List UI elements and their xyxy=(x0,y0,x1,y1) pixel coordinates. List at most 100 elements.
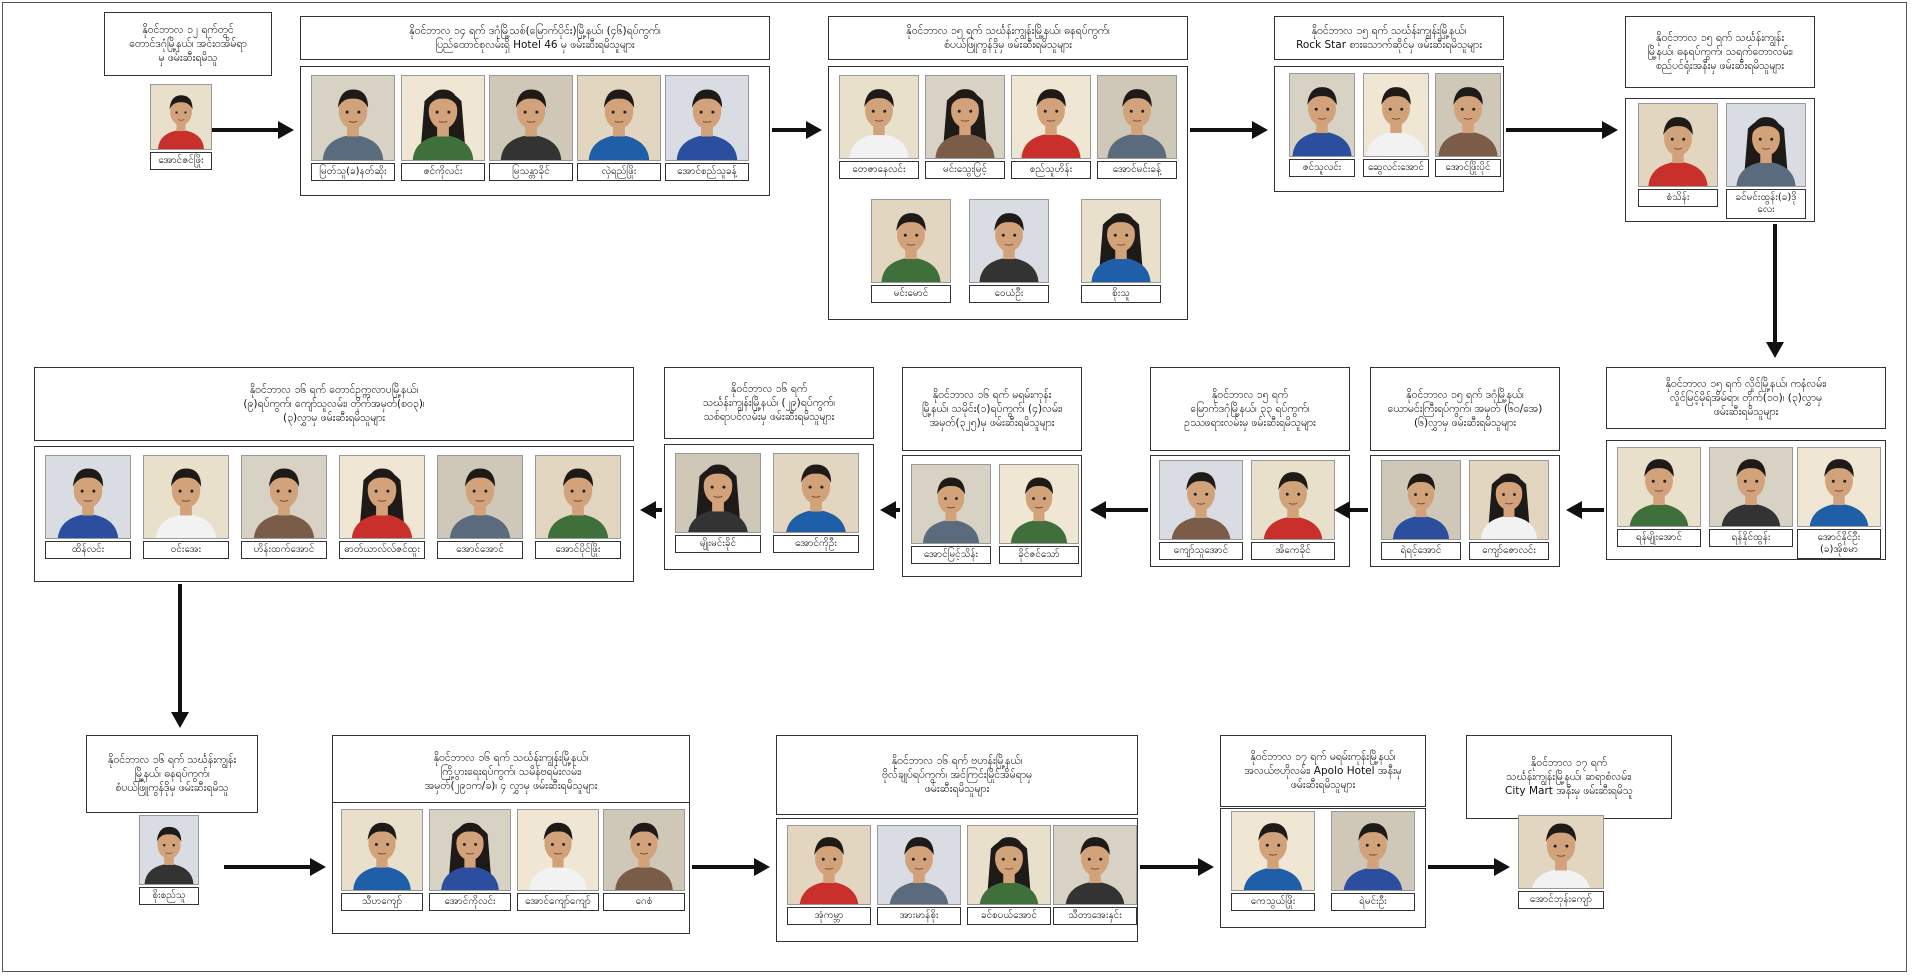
suspect-card: ကေသွယ်ဖြိုး xyxy=(1231,811,1315,911)
suspect-photo xyxy=(1381,460,1461,540)
group-header: နိုဝင်ဘာလ ၁၅ ရက် သင်္ဃန်းကျွန်း မြို့နယ်… xyxy=(1625,16,1815,88)
suspect-name-label: မြတ်သူ(ခ)နတ်ဆိုး xyxy=(311,163,395,181)
suspect-photo xyxy=(437,455,523,539)
suspect-card: အားမာန်စိုး xyxy=(877,825,961,925)
group-photo-panel: မျိုးမင်းခိုင် အောင်ကိုဦး xyxy=(664,444,874,570)
suspect-card: စိုးစည်သူ xyxy=(139,815,199,905)
group-photo-panel: ရန်မျိုးအောင်ရန်နိုင်ထွန်းအောင်နိုင်ဦး (… xyxy=(1606,440,1886,560)
suspect-photo xyxy=(1363,73,1429,157)
suspect-photo xyxy=(665,75,749,161)
suspect-name-label: ဓာတ်ယာလ်လ်ဇင်ထူး xyxy=(339,541,425,559)
suspect-name-label: စံသိန်း xyxy=(1638,189,1718,207)
suspect-photo xyxy=(911,464,991,544)
suspect-photo xyxy=(489,75,573,161)
suspect-card: ခင်စပယ်အောင် xyxy=(967,825,1051,925)
suspect-card: အောင်ဇင်ဖြိုး xyxy=(150,84,212,170)
group-photo-panel: စိုးစည်သူ xyxy=(139,815,199,905)
suspect-card: ဇင်ကိုလင်း xyxy=(401,75,485,181)
suspect-card: အောင်မြင့်သိန်း xyxy=(911,464,991,564)
suspect-name-label: အောင်စည်သူခန့် xyxy=(665,163,749,181)
suspect-name-label: သီဟကျော် xyxy=(341,893,423,911)
suspect-card: ရဲမင်းဦး xyxy=(1331,811,1415,911)
suspect-card: ရဲရင့်အောင် xyxy=(1381,460,1461,560)
suspect-card: အောင်မင်းခန့် xyxy=(1097,75,1177,179)
group-header: နိုဝင်ဘာလ ၁၆ ရက် ဗဟန်းမြို့နယ်၊ ဗိုလ်ချု… xyxy=(776,735,1138,815)
suspect-name-label: စိုးသူ xyxy=(1081,285,1161,303)
suspect-card: အောင်နိုင်ဦး (ခ)အိုစမာ xyxy=(1797,447,1881,559)
group-header: နိုဝင်ဘာလ ၁၅ ရက် သင်္ဃန်းကျွန်းမြို့နယ်၊… xyxy=(1274,16,1504,60)
group-photo-panel: အောင်ဇင်ဖြိုး xyxy=(150,84,212,170)
suspect-name-label: မျိုးမင်းခိုင် xyxy=(675,535,761,553)
suspect-photo xyxy=(925,75,1005,159)
suspect-photo xyxy=(1709,447,1793,527)
suspect-photo xyxy=(1251,460,1335,540)
suspect-name-label: ဇင်ကိုလင်း xyxy=(401,163,485,181)
group-header: နိုဝင်ဘာလ ၁၅ ရက် ဒဂုံမြို့နယ်၊ ယောမင်းကြ… xyxy=(1370,367,1560,451)
suspect-name-label: ဇင်သူလင်း xyxy=(1289,159,1355,177)
suspect-name-label: စိုးစည်သူ xyxy=(139,887,199,905)
suspect-card: အောင်ဖြိုးပိုင် xyxy=(1435,73,1501,177)
suspect-photo xyxy=(1231,811,1315,891)
suspect-name-label: အုံကမ္ဘာ xyxy=(787,907,871,925)
suspect-card: ဂေစံ xyxy=(603,809,685,911)
suspect-photo xyxy=(1011,75,1091,159)
suspect-name-label: အောင်မင်းခန့် xyxy=(1097,161,1177,179)
suspect-name-label: ရဲရင့်အောင် xyxy=(1381,542,1461,560)
suspect-photo xyxy=(1331,811,1415,891)
group-header: နိုဝင်ဘာလ ၁၆ ရက် သင်္ဃန်းကျွန်း မြို့နယ်… xyxy=(86,735,258,813)
suspect-name-label: အောင်ကိုဦး xyxy=(773,535,859,553)
group-photo-panel: တေဇာနေလင်း မင်းသွေးမြင့်စည်သူဟိန်း အောင်မင… xyxy=(828,66,1188,320)
suspect-card: စည်သူဟိန်း xyxy=(1011,75,1091,179)
suspect-name-label: ဂေစံ xyxy=(603,893,685,911)
suspect-name-label: အောင်ကျော်ကျော် xyxy=(517,893,599,911)
group-header: နိုဝင်ဘာလ ၁၆ ရက် မရမ်းကုန်း မြို့နယ်၊ သမ… xyxy=(902,367,1082,451)
suspect-name-label: အောင်ဘုန်းကျော် xyxy=(1518,891,1604,909)
suspect-photo xyxy=(1081,199,1161,283)
suspect-card: မျိုးမင်းခိုင် xyxy=(675,453,761,553)
suspect-card: ဝေယံဦး xyxy=(969,199,1049,303)
suspect-card: အောင်ဘုန်းကျော် xyxy=(1518,815,1604,909)
suspect-card: ခင်မင်းထွန်း(ခ)ဒိုလေး xyxy=(1726,103,1806,219)
suspect-card: ဝင်းအေး xyxy=(143,455,229,559)
suspect-photo xyxy=(517,809,599,891)
suspect-card: မြတ်သူ(ခ)နတ်ဆိုး xyxy=(311,75,395,181)
suspect-card: အောင်ကိုဦး xyxy=(773,453,859,553)
suspect-card: မင်းသွေးမြင့် xyxy=(925,75,1005,179)
suspect-card: အောင်ကျော်ကျော် xyxy=(517,809,599,911)
suspect-name-label: ခင်စပယ်အောင် xyxy=(967,907,1051,925)
suspect-card: ရန်နိုင်ထွန်း xyxy=(1709,447,1793,547)
suspect-card: ဆွေလင်းအောင် xyxy=(1363,73,1429,177)
suspect-photo xyxy=(969,199,1049,283)
suspect-card: သီတာအေးနှင်း xyxy=(1053,825,1137,925)
suspect-name-label: အောင်နိုင်ဦး (ခ)အိုစမာ xyxy=(1797,529,1881,559)
suspect-photo xyxy=(1617,447,1701,527)
suspect-name-label: မြသန္တာခိုင် xyxy=(489,163,573,181)
suspect-card: ရန်မျိုးအောင် xyxy=(1617,447,1701,547)
suspect-name-label: ကျော်ဇောလင်း xyxy=(1469,542,1549,560)
suspect-photo xyxy=(1053,825,1137,905)
group-photo-panel: အောင်ဘုန်းကျော် xyxy=(1516,815,1606,909)
group-header: နိုဝင်ဘာလ ၁၆ ရက် သင်္ဃန်းကျွန်းမြို့နယ်၊… xyxy=(664,367,874,439)
suspect-name-label: အောင်ကိုလင်း xyxy=(429,893,511,911)
suspect-photo xyxy=(675,453,761,533)
suspect-name-label: အောင်ဖြိုးပိုင် xyxy=(1435,159,1501,177)
suspect-photo xyxy=(1797,447,1881,527)
suspect-photo xyxy=(1638,103,1718,187)
suspect-card: အောင်ပိုင်ဖြိုး xyxy=(535,455,621,559)
suspect-card: တေဇာနေလင်း xyxy=(839,75,919,179)
suspect-name-label: တေဇာနေလင်း xyxy=(839,161,919,179)
suspect-photo xyxy=(839,75,919,159)
suspect-photo xyxy=(1097,75,1177,159)
suspect-name-label: အောင်မြင့်သိန်း xyxy=(911,546,991,564)
group-photo-panel: ကေသွယ်ဖြိုးရဲမင်းဦး xyxy=(1220,808,1426,928)
suspect-photo xyxy=(341,809,423,891)
suspect-photo xyxy=(150,84,212,150)
suspect-name-label: အောင်ပိုင်ဖြိုး xyxy=(535,541,621,559)
suspect-name-label: စည်သူဟိန်း xyxy=(1011,161,1091,179)
suspect-card: အုံကမ္ဘာ xyxy=(787,825,871,925)
suspect-photo xyxy=(139,815,199,885)
suspect-card: ဓာတ်ယာလ်လ်ဇင်ထူး xyxy=(339,455,425,559)
suspect-photo xyxy=(401,75,485,161)
suspect-name-label: ရဲမင်းဦး xyxy=(1331,893,1415,911)
